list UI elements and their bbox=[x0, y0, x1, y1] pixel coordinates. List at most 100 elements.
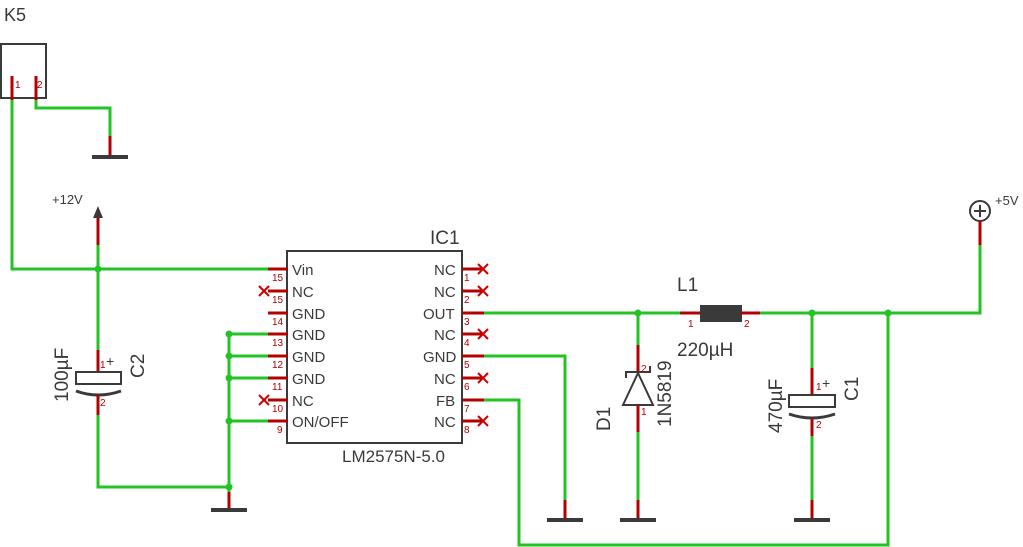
junction-dot bbox=[225, 417, 233, 425]
ic-pin-name: GND bbox=[292, 349, 326, 366]
junction-dot bbox=[634, 309, 642, 317]
ic-pin-number: 12 bbox=[272, 360, 284, 371]
junctions bbox=[94, 265, 892, 491]
connector-name: K5 bbox=[4, 5, 26, 25]
c2-plate-positive bbox=[75, 371, 122, 385]
ic-pin-name: Vin bbox=[292, 262, 313, 279]
ic-pin-number: 2 bbox=[464, 295, 470, 306]
junction-dot bbox=[808, 309, 816, 317]
no-connect-markers bbox=[258, 263, 489, 427]
ic-pin-name: NC bbox=[434, 414, 456, 431]
junction-dot bbox=[225, 330, 233, 338]
ic-pin-number: 15 bbox=[272, 273, 284, 284]
ic-pin-number: 10 bbox=[272, 404, 284, 415]
ic-body bbox=[286, 250, 463, 444]
ic-pin-name: GND bbox=[292, 327, 326, 344]
ground-icon bbox=[92, 136, 128, 159]
supply-12v-label: +12V bbox=[52, 192, 83, 207]
no-connect-icon bbox=[477, 263, 489, 275]
ic-pin-number: 7 bbox=[464, 404, 470, 415]
ic-pin-name: GND bbox=[423, 349, 457, 366]
l1-pin2-number: 2 bbox=[744, 319, 750, 330]
c2-name: C2 bbox=[128, 354, 149, 378]
c1-plate-negative bbox=[788, 412, 836, 420]
l1-value: 220µH bbox=[677, 340, 733, 361]
ic-pin-number: 4 bbox=[464, 338, 470, 349]
ic-left-leads bbox=[268, 267, 288, 423]
l1-name: L1 bbox=[677, 275, 698, 296]
ic-value: LM2575N-5.0 bbox=[342, 447, 445, 466]
junction-dot bbox=[225, 483, 233, 491]
ic-pin-number: 8 bbox=[464, 425, 470, 436]
junction-dot bbox=[884, 309, 892, 317]
ic-pin-name: NC bbox=[434, 371, 456, 388]
wire-c2-to-gnd bbox=[96, 412, 229, 489]
ic-pin-name: OUT bbox=[423, 306, 455, 323]
ic-lm2575[interactable]: IC1 LM2575N-5.0 15 Vin 15 bbox=[258, 228, 489, 466]
ic-pin-name: GND bbox=[292, 306, 326, 323]
wire-ic-gnd5 bbox=[484, 354, 567, 505]
no-connect-icon bbox=[477, 328, 489, 340]
d1-value: 1N5819 bbox=[655, 360, 676, 427]
supply-arrow-icon bbox=[93, 206, 103, 218]
l1-pin1-number: 1 bbox=[688, 319, 694, 330]
c2-plus-sign: + bbox=[106, 353, 114, 369]
ic-pin-name: NC bbox=[434, 262, 456, 279]
ic-pin-name: NC bbox=[292, 393, 314, 410]
inductor-l1[interactable]: L1 1 2 220µH bbox=[677, 275, 760, 361]
c1-plate-positive bbox=[788, 394, 836, 408]
capacitor-c2[interactable]: + 1 2 100µF C2 bbox=[52, 348, 149, 415]
junction-dot bbox=[225, 352, 233, 360]
wire-k5-pin1-to-vin bbox=[10, 100, 286, 271]
supply-12v[interactable]: +12V bbox=[52, 192, 103, 245]
connector-body bbox=[0, 43, 47, 99]
supply-5v[interactable]: +5V bbox=[969, 193, 1019, 245]
wire-fb-feedback bbox=[484, 313, 890, 547]
c1-plus-sign: + bbox=[822, 375, 830, 391]
c1-name: C1 bbox=[842, 377, 863, 401]
l1-body bbox=[700, 305, 742, 322]
c2-pin1-number: 1 bbox=[100, 360, 106, 371]
ic-pin-name: NC bbox=[434, 284, 456, 301]
ic-pin-name: NC bbox=[434, 327, 456, 344]
wire-k5-pin2-to-gnd bbox=[34, 100, 112, 140]
ic-pin-number: 3 bbox=[464, 317, 470, 328]
c2-value: 100µF bbox=[52, 348, 73, 402]
connector-pin1-number: 1 bbox=[15, 80, 21, 91]
junction-dot bbox=[225, 374, 233, 382]
ic-pin-name: NC bbox=[292, 284, 314, 301]
c2-plate-negative bbox=[75, 389, 122, 397]
ic-pin-name: ON/OFF bbox=[292, 414, 349, 431]
connector-k5[interactable]: K5 1 2 bbox=[0, 5, 47, 100]
ic-pin-name: GND bbox=[292, 371, 326, 388]
no-connect-icon bbox=[477, 372, 489, 384]
no-connect-icon bbox=[258, 285, 270, 297]
no-connect-icon bbox=[477, 285, 489, 297]
capacitor-c1[interactable]: + 1 2 470µF C1 bbox=[766, 368, 863, 436]
no-connect-icon bbox=[477, 415, 489, 427]
c2-pin2-number: 2 bbox=[100, 398, 106, 409]
ic-pin-number: 5 bbox=[464, 360, 470, 371]
d1-name: D1 bbox=[594, 407, 615, 431]
ic-pin-number: 13 bbox=[272, 338, 284, 349]
junction-dot bbox=[94, 265, 102, 273]
ground-icon bbox=[794, 500, 830, 522]
diode-d1[interactable]: 2 1 D1 1N5819 bbox=[594, 345, 676, 432]
d1-triangle bbox=[621, 370, 655, 406]
ic-pin-number: 11 bbox=[272, 382, 283, 393]
ground-symbols bbox=[92, 136, 830, 522]
ic-right-leads bbox=[462, 267, 484, 423]
ic-pin-name: FB bbox=[436, 393, 455, 410]
ic-pin-number: 6 bbox=[464, 382, 470, 393]
ic-pin-number: 9 bbox=[277, 425, 283, 436]
ground-icon bbox=[211, 492, 247, 512]
c1-value: 470µF bbox=[766, 379, 787, 433]
ic-name: IC1 bbox=[430, 228, 460, 249]
c1-pin2-number: 2 bbox=[816, 420, 822, 431]
c1-pin1-number: 1 bbox=[816, 382, 822, 393]
ic-pin-number: 1 bbox=[464, 273, 470, 284]
supply-5v-label: +5V bbox=[995, 193, 1019, 208]
connector-pin2-number: 2 bbox=[37, 80, 43, 91]
d1-pin2-number: 2 bbox=[641, 364, 647, 375]
